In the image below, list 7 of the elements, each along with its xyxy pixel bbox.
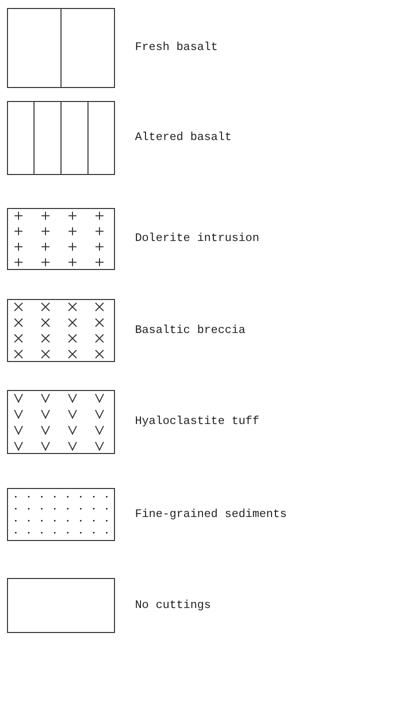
legend-label: Altered basalt — [135, 131, 232, 145]
legend-label: Basaltic breccia — [135, 324, 246, 338]
legend-label: Dolerite intrusion — [135, 232, 260, 246]
legend-label: Hyaloclastite tuff — [135, 415, 260, 429]
legend-label: Fresh basalt — [135, 41, 218, 55]
legend-label: No cuttings — [135, 598, 211, 612]
legend-label: Fine-grained sediments — [135, 508, 287, 522]
